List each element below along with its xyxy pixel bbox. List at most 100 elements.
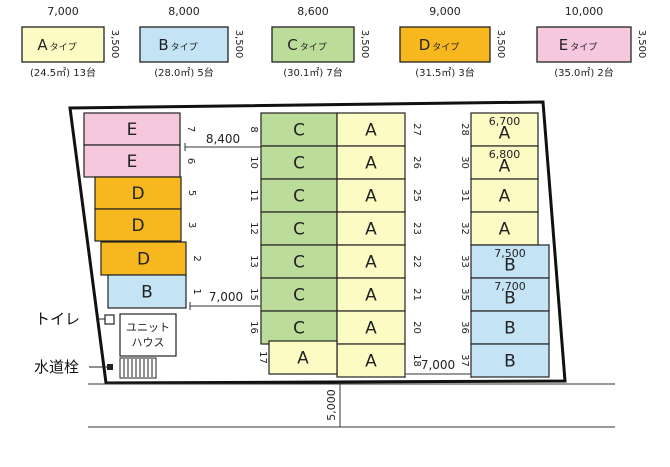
legend-area-count: (30.1㎡) 7台 [283, 66, 343, 79]
stall-type-label: A [365, 154, 377, 174]
legend-swatch-C [271, 26, 355, 63]
legend-depth-label: 3,500 [495, 30, 506, 59]
toilet-label: トイレ [35, 310, 80, 328]
dimension-5000-road: 5,000 [325, 389, 338, 421]
stall-type-label: D [137, 250, 150, 270]
stall-number: 15 [248, 288, 259, 301]
legend-type-suffix: タイプ [432, 42, 459, 53]
stall-30 [470, 145, 539, 180]
stall-type-label: A [365, 319, 377, 339]
stall-36 [470, 310, 550, 345]
legend-width-label: 10,000 [565, 5, 604, 18]
stall-number: 20 [411, 321, 422, 334]
stall-dimension-label: 7,500 [494, 247, 526, 260]
stall-28 [470, 112, 539, 147]
legend-swatch-D [399, 26, 491, 63]
stall-type-label: C [293, 220, 305, 240]
stall-number: 25 [411, 189, 422, 202]
stall-33 [470, 244, 550, 279]
legend-type-suffix: タイプ [570, 42, 597, 53]
legend-type-letter: C [287, 36, 297, 54]
stall-number: 16 [248, 321, 259, 334]
drain-grate [119, 357, 157, 379]
stall-number: 30 [459, 156, 470, 169]
stall-number: 17 [257, 351, 268, 364]
legend-depth-label: 3,500 [636, 30, 647, 59]
stall-22 [336, 244, 406, 279]
stall-dimension-label: 7,700 [494, 280, 526, 293]
unit-house-label-2: ハウス [132, 336, 165, 349]
stall-3 [94, 208, 182, 242]
stall-37 [470, 343, 550, 378]
stall-1 [107, 274, 187, 309]
stall-type-label: A [297, 349, 309, 369]
stall-number: 23 [411, 222, 422, 235]
faucet-label: 水道栓 [34, 358, 79, 376]
legend-type-letter: B [158, 36, 168, 54]
stall-type-label: C [293, 253, 305, 273]
legend-width-label: 7,000 [47, 5, 79, 18]
stall-27 [336, 112, 406, 147]
lot-boundary [68, 100, 567, 385]
stall-dimension-label: 6,800 [489, 148, 521, 161]
stall-type-label: A [365, 352, 377, 372]
stall-type-label: D [131, 184, 144, 204]
legend-width-label: 8,600 [297, 5, 329, 18]
stall-type-label: C [293, 154, 305, 174]
legend-width-label: 9,000 [429, 5, 461, 18]
stall-number: 6 [185, 158, 196, 164]
dimension-7000-right: 7,000 [421, 358, 455, 372]
legend-swatch-E [536, 26, 632, 63]
stall-31 [470, 178, 539, 213]
stall-2 [100, 241, 187, 276]
stall-type-label: A [499, 124, 511, 144]
stall-number: 8 [248, 126, 259, 132]
dimension-8400: 8,400 [206, 132, 240, 146]
unit-house [119, 313, 177, 357]
unit-house-label-1: ユニット [126, 321, 170, 334]
stall-number: 3 [186, 222, 197, 228]
legend-swatch-A [21, 26, 105, 63]
legend-depth-label: 3,500 [359, 30, 370, 59]
stall-type-label: C [293, 319, 305, 339]
stall-26 [336, 145, 406, 180]
stall-5 [94, 176, 182, 210]
stall-type-label: B [141, 283, 153, 303]
stall-number: 12 [248, 222, 259, 235]
stall-35 [470, 277, 550, 312]
legend-area-count: (24.5㎡) 13台 [30, 66, 96, 79]
legend-area-count: (31.5㎡) 3台 [415, 66, 475, 79]
legend-area-count: (28.0㎡) 5台 [154, 66, 214, 79]
faucet-marker [107, 364, 113, 370]
stall-number: 7 [185, 126, 196, 132]
legend-depth-label: 3,500 [109, 30, 120, 59]
stall-17 [268, 340, 338, 375]
dimension-7000-left: 7,000 [209, 290, 243, 304]
stall-number: 1 [191, 288, 202, 294]
stall-type-label: A [365, 187, 377, 207]
stall-type-label: B [504, 352, 516, 372]
stall-number: 33 [459, 255, 470, 268]
stall-type-label: A [365, 121, 377, 141]
legend-type-suffix: タイプ [50, 42, 77, 53]
stall-type-label: A [499, 157, 511, 177]
legend-type-letter: E [559, 36, 568, 54]
stall-number: 32 [459, 222, 470, 235]
stall-21 [336, 277, 406, 312]
stall-number: 27 [411, 123, 422, 136]
stall-type-label: A [499, 187, 511, 207]
stall-32 [470, 211, 539, 246]
stall-number: 31 [459, 189, 470, 202]
stall-type-label: C [293, 286, 305, 306]
dimension-lines [184, 143, 472, 427]
stall-dimension-label: 6,700 [489, 115, 521, 128]
stall-type-label: B [504, 319, 516, 339]
toilet-marker [104, 314, 115, 325]
stall-number: 37 [459, 354, 470, 367]
